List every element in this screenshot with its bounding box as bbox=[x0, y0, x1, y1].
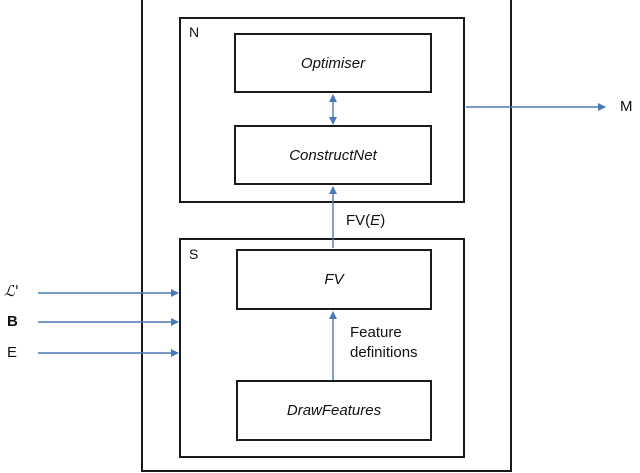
fv-of-e-arg: E bbox=[370, 212, 381, 229]
output-label: M bbox=[620, 98, 633, 115]
module-n-box bbox=[179, 17, 465, 203]
fv-of-e-suffix: ) bbox=[380, 212, 386, 229]
module-n-label: N bbox=[189, 24, 200, 40]
draw-features-label: DrawFeatures bbox=[286, 402, 382, 419]
examples-input-label: E bbox=[7, 344, 18, 361]
feature-definitions-line2: definitions bbox=[350, 344, 418, 361]
feature-definitions-line1: Feature bbox=[350, 324, 402, 341]
outer-system-box bbox=[141, 0, 512, 472]
fv-of-e-prefix: FV( bbox=[346, 212, 371, 229]
language-input-label: ℒ' bbox=[4, 282, 19, 300]
module-s-label: S bbox=[189, 246, 199, 262]
fv-of-e-label: FV(E) bbox=[346, 212, 385, 229]
optimiser-box: Optimiser bbox=[234, 33, 432, 93]
draw-features-box: DrawFeatures bbox=[236, 380, 432, 441]
fv-box: FV bbox=[236, 249, 432, 310]
background-input-label: B bbox=[7, 313, 18, 330]
optimiser-label: Optimiser bbox=[300, 54, 366, 72]
fv-label: FV bbox=[324, 271, 344, 288]
module-s-box bbox=[179, 238, 465, 458]
construct-net-label: ConstructNet bbox=[289, 146, 377, 164]
construct-net-box: ConstructNet bbox=[234, 125, 432, 185]
